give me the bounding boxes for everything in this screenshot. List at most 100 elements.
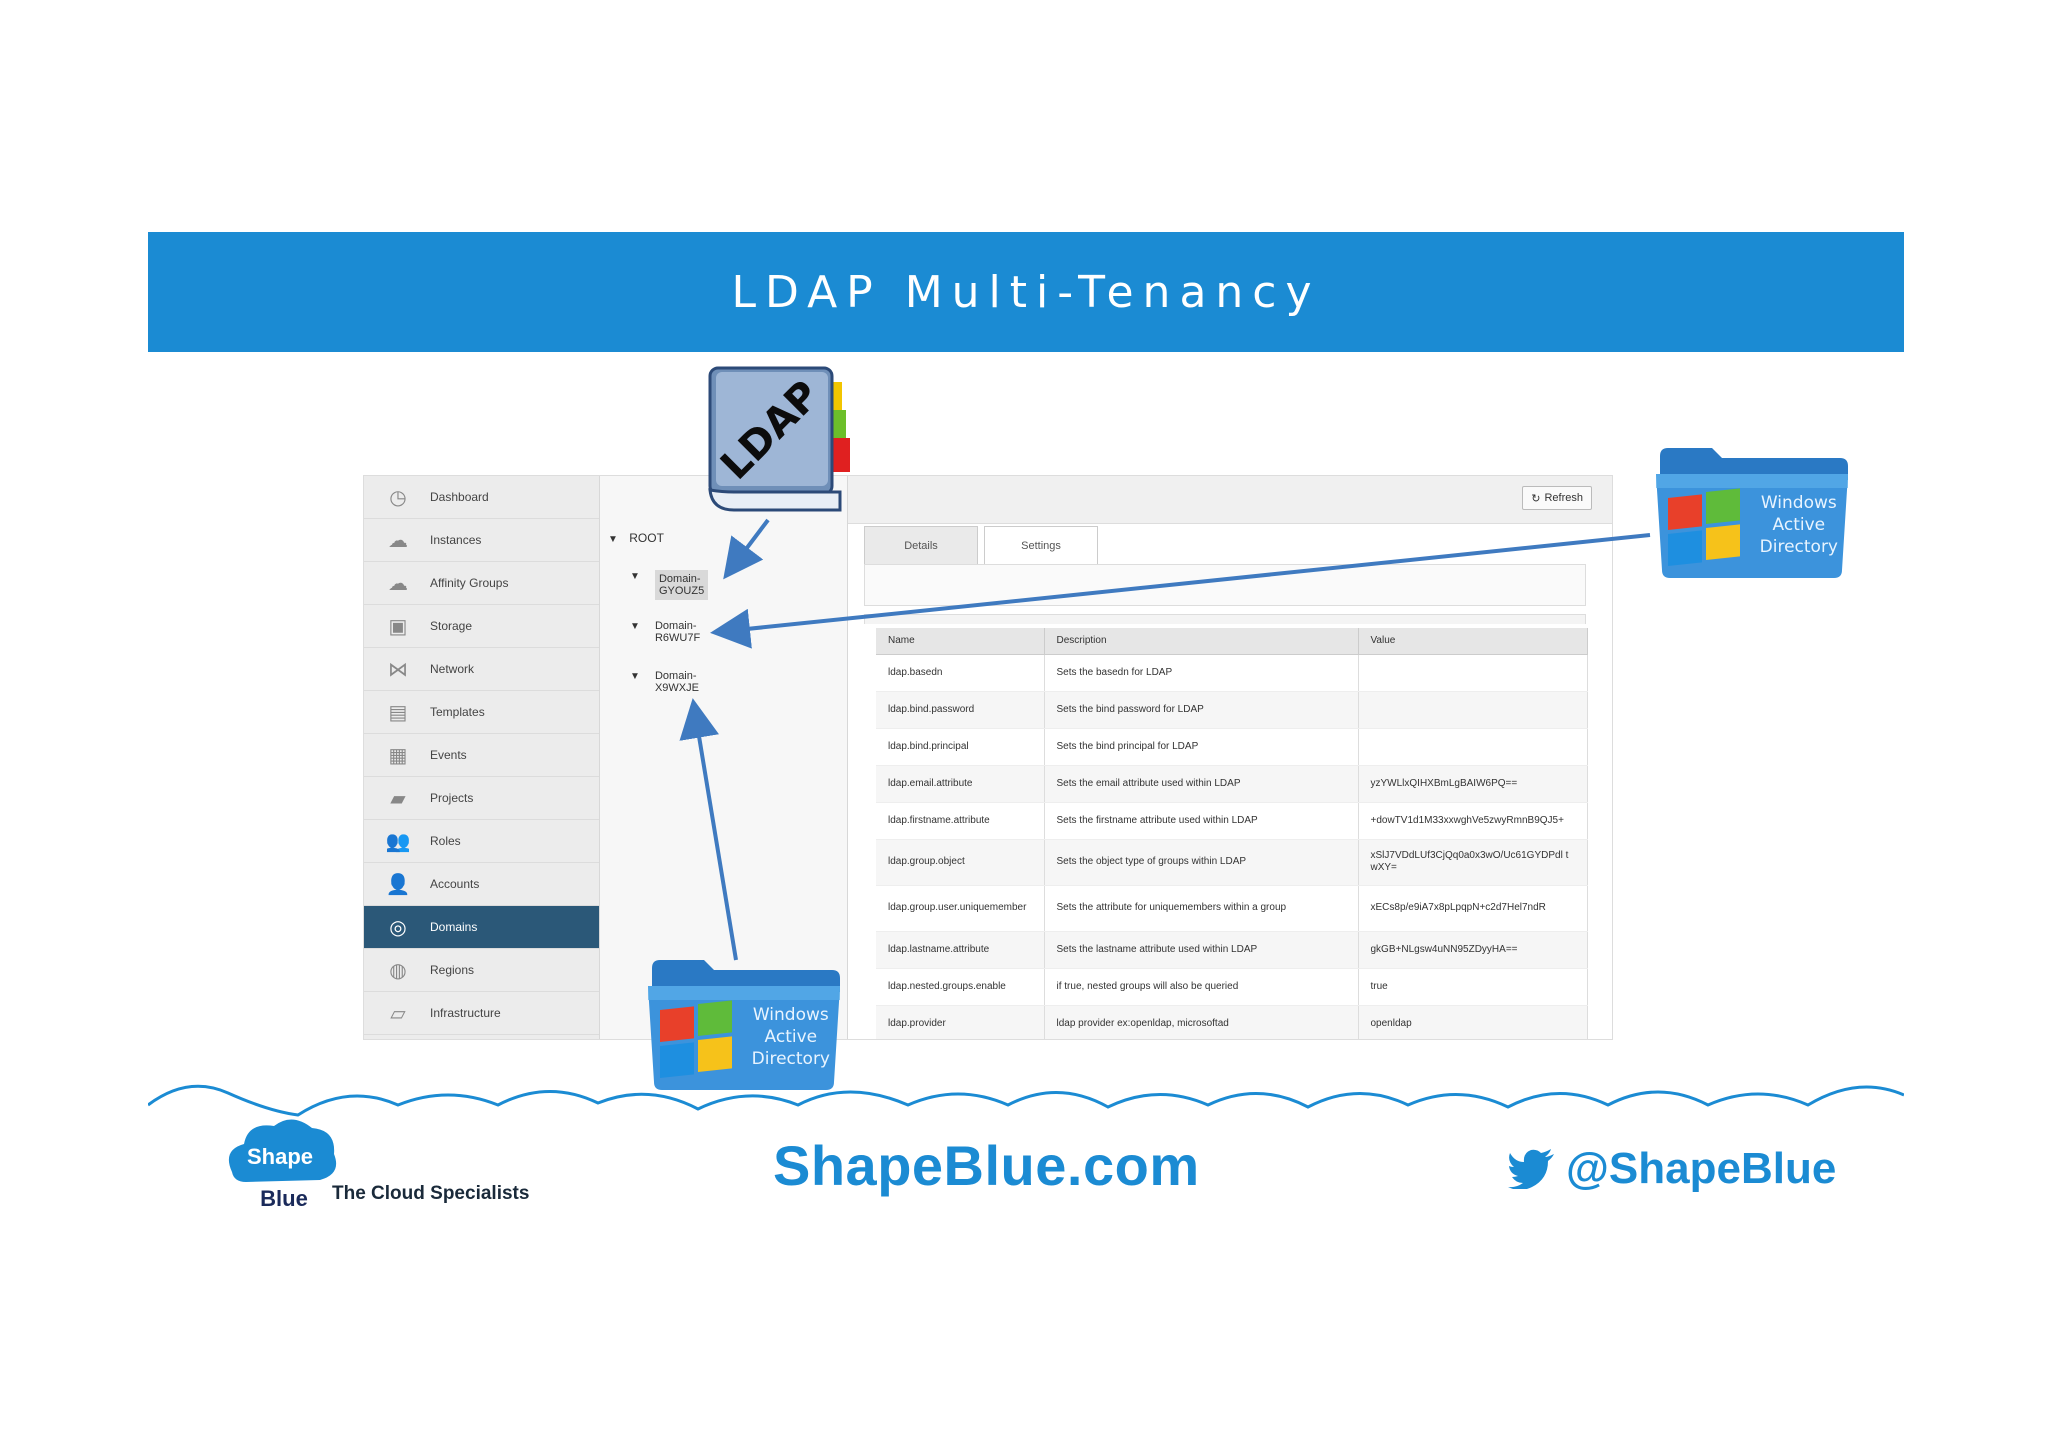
affinity-cloud-icon: ☁ xyxy=(388,572,408,595)
cell-description: Sets the bind principal for LDAP xyxy=(1044,728,1359,766)
tree-node-domain-2[interactable]: ▼ Domain-R6WU7F xyxy=(630,620,700,644)
cell-description: Sets the object type of groups within LD… xyxy=(1044,839,1359,886)
cell-value[interactable] xyxy=(1358,654,1588,692)
settings-table: Name Description Value ldap.basedn Sets … xyxy=(876,628,1588,1039)
twitter-handle[interactable]: @ShapeBlue xyxy=(1508,1144,1836,1194)
domain-detail-panel: ↻ Refresh Details Settings Name Descript… xyxy=(848,476,1612,1039)
cell-description: Sets the firstname attribute used within… xyxy=(1044,802,1359,840)
sidebar-item-label: Regions xyxy=(430,963,475,977)
cell-value[interactable]: xECs8p/e9iA7x8pLpqpN+c2d7Hel7ndR xyxy=(1358,885,1588,932)
cell-value[interactable]: xSlJ7VDdLUf3CjQq0a0x3wO/Uc61GYDPdl twXY= xyxy=(1358,839,1588,886)
cell-name: ldap.provider xyxy=(876,1005,1045,1039)
sidebar-item-label: Roles xyxy=(430,834,461,848)
tree-node-domain-3[interactable]: ▼ Domain-X9WXJE xyxy=(630,670,699,694)
sidebar-item-label: Storage xyxy=(430,619,473,633)
folder-text-line1: Windows xyxy=(1760,493,1837,513)
sidebar-item-label: Infrastructure xyxy=(430,1006,501,1020)
sidebar-item-dashboard[interactable]: ◷ Dashboard xyxy=(364,476,599,519)
shapeblue-logo: Shape Blue xyxy=(228,1119,337,1210)
table-row[interactable]: ldap.firstname.attribute Sets the firstn… xyxy=(876,802,1588,840)
infrastructure-icon: ▱ xyxy=(390,1002,406,1025)
folder-text-line3: Directory xyxy=(1759,537,1838,557)
sidebar-item-projects[interactable]: ▰ Projects xyxy=(364,777,599,820)
expand-triangle-icon[interactable]: ▼ xyxy=(630,671,640,682)
panel-toolbar: ↻ Refresh xyxy=(848,476,1612,524)
cell-value[interactable] xyxy=(1358,728,1588,766)
sidebar-item-affinity-groups[interactable]: ☁ Affinity Groups xyxy=(364,562,599,605)
table-row[interactable]: ldap.group.object Sets the object type o… xyxy=(876,839,1588,886)
cell-description: ldap provider ex:openldap, microsoftad xyxy=(1044,1005,1359,1039)
website-link[interactable]: ShapeBlue.com xyxy=(773,1134,1200,1197)
slide-title-bar: LDAP Multi-Tenancy xyxy=(148,232,1904,352)
logo-text-bottom: Blue xyxy=(260,1186,308,1210)
users-icon: 👥 xyxy=(385,830,411,853)
cell-value[interactable]: true xyxy=(1358,968,1588,1006)
tree-root[interactable]: ▼ ROOT xyxy=(608,531,664,545)
cell-description: Sets the bind password for LDAP xyxy=(1044,691,1359,729)
sidebar-item-label: Dashboard xyxy=(430,490,489,504)
tree-node-label-line2: R6WU7F xyxy=(654,632,701,644)
cell-name: ldap.group.object xyxy=(876,839,1045,886)
table-row[interactable]: ldap.provider ldap provider ex:openldap,… xyxy=(876,1005,1588,1039)
cell-description: Sets the attribute for uniquemembers wit… xyxy=(1044,885,1359,932)
table-row[interactable]: ldap.nested.groups.enable if true, neste… xyxy=(876,968,1588,1006)
sidebar-item-instances[interactable]: ☁ Instances xyxy=(364,519,599,562)
tree-node-label-line1: Domain- xyxy=(654,670,697,682)
user-icon: 👤 xyxy=(385,873,411,896)
table-row[interactable]: ldap.bind.password Sets the bind passwor… xyxy=(876,691,1588,729)
sidebar-item-label: Templates xyxy=(430,705,485,719)
expand-triangle-icon[interactable]: ▼ xyxy=(608,534,618,545)
refresh-button[interactable]: ↻ Refresh xyxy=(1522,486,1592,510)
table-row[interactable]: ldap.group.user.uniquemember Sets the at… xyxy=(876,885,1588,932)
column-header-name[interactable]: Name xyxy=(876,628,1045,655)
expand-triangle-icon[interactable]: ▼ xyxy=(630,571,640,582)
cell-name: ldap.lastname.attribute xyxy=(876,931,1045,969)
cell-description: Sets the basedn for LDAP xyxy=(1044,654,1359,692)
table-row[interactable]: ldap.lastname.attribute Sets the lastnam… xyxy=(876,931,1588,969)
sidebar-item-events[interactable]: ▦ Events xyxy=(364,734,599,777)
folder-icon xyxy=(1656,448,1848,578)
table-row[interactable]: ldap.bind.principal Sets the bind princi… xyxy=(876,728,1588,766)
network-icon: ⋈ xyxy=(388,658,408,681)
cell-value[interactable]: yzYWLlxQIHXBmLgBAIW6PQ== xyxy=(1358,765,1588,803)
table-row[interactable]: ldap.basedn Sets the basedn for LDAP xyxy=(876,654,1588,692)
dashboard-icon: ◷ xyxy=(389,486,407,509)
tree-node-domain-1[interactable]: ▼ Domain-GYOUZ5 xyxy=(630,570,709,600)
domains-icon: ◎ xyxy=(389,916,407,939)
cell-name: ldap.firstname.attribute xyxy=(876,802,1045,840)
sidebar-item-network[interactable]: ⋈ Network xyxy=(364,648,599,691)
sidebar-item-regions[interactable]: ◍ Regions xyxy=(364,949,599,992)
sidebar-item-label: Network xyxy=(430,662,475,676)
cell-value[interactable]: +dowTV1d1M33xxwghVe5zwyRmnB9QJ5+ xyxy=(1358,802,1588,840)
cell-value[interactable]: gkGB+NLgsw4uNN95ZDyyHA== xyxy=(1358,931,1588,969)
globe-icon: ◍ xyxy=(389,959,407,982)
cell-description: if true, nested groups will also be quer… xyxy=(1044,968,1359,1006)
sidebar-item-domains[interactable]: ◎ Domains xyxy=(364,906,599,949)
sidebar-item-roles[interactable]: 👥 Roles xyxy=(364,820,599,863)
sidebar-item-label: Domains xyxy=(430,920,478,934)
column-header-description[interactable]: Description xyxy=(1044,628,1359,655)
sidebar-item-label: Affinity Groups xyxy=(430,576,509,590)
tab-details[interactable]: Details xyxy=(864,526,978,564)
sidebar-item-templates[interactable]: ▤ Templates xyxy=(364,691,599,734)
sidebar-item-storage[interactable]: ▣ Storage xyxy=(364,605,599,648)
cell-value[interactable]: openldap xyxy=(1358,1005,1588,1039)
settings-divider xyxy=(864,614,1586,624)
table-row[interactable]: ldap.email.attribute Sets the email attr… xyxy=(876,765,1588,803)
folder-icon xyxy=(648,960,840,1090)
windows-ad-folder-bottom: Windows Active Directory xyxy=(644,952,844,1102)
expand-triangle-icon[interactable]: ▼ xyxy=(630,621,640,632)
cloud-border xyxy=(148,1084,1904,1117)
column-header-value[interactable]: Value xyxy=(1358,628,1588,655)
sidebar-item-accounts[interactable]: 👤 Accounts xyxy=(364,863,599,906)
windows-ad-folder-right: Windows Active Directory xyxy=(1652,440,1852,590)
twitter-label: @ShapeBlue xyxy=(1566,1144,1837,1193)
tree-node-label-line1: Domain- xyxy=(654,620,697,632)
tab-settings[interactable]: Settings xyxy=(984,526,1098,564)
sidebar-item-infrastructure[interactable]: ▱ Infrastructure xyxy=(364,992,599,1035)
settings-toolbar xyxy=(864,564,1586,606)
cell-value[interactable] xyxy=(1358,691,1588,729)
cell-name: ldap.email.attribute xyxy=(876,765,1045,803)
cell-name: ldap.bind.principal xyxy=(876,728,1045,766)
cell-description: Sets the lastname attribute used within … xyxy=(1044,931,1359,969)
